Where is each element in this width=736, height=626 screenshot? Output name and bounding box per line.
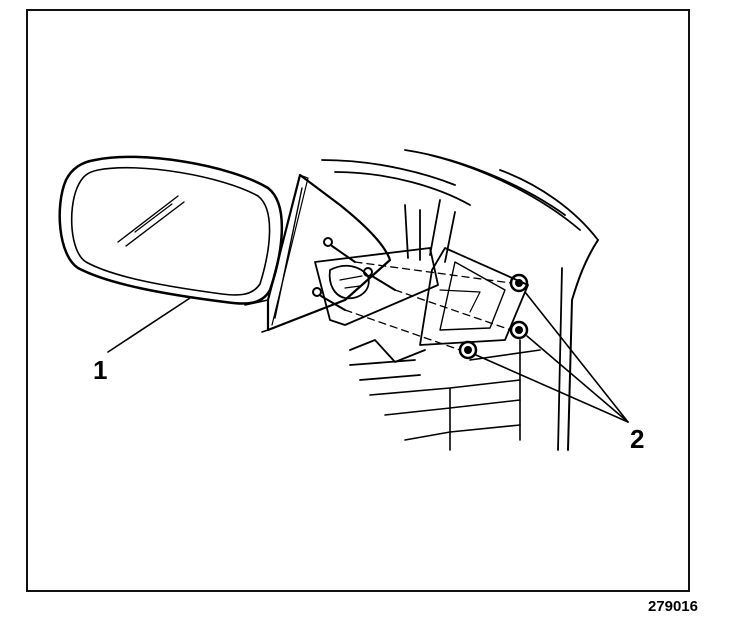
door-panel-lines xyxy=(369,339,541,451)
mounting-bracket xyxy=(314,247,439,326)
door-body-lines xyxy=(321,149,599,451)
mirror-base-plate xyxy=(244,173,392,333)
callout-1: 1 xyxy=(93,355,108,385)
nuts xyxy=(458,273,529,360)
leader-2a xyxy=(524,291,629,423)
diagram-frame xyxy=(26,9,690,592)
nut-lower xyxy=(458,340,478,360)
alignment-dashes xyxy=(344,261,512,351)
callout-2: 2 xyxy=(630,424,645,454)
leader-2b xyxy=(526,335,629,423)
door-mounting-cavity xyxy=(349,247,529,381)
leader-lines xyxy=(107,291,629,423)
mirror-housing xyxy=(58,155,284,305)
leader-2c xyxy=(475,354,629,423)
figure-number: 279016 xyxy=(647,598,698,615)
leader-1 xyxy=(107,297,191,353)
stud-bolts xyxy=(312,237,396,311)
nut-middle xyxy=(509,320,529,340)
